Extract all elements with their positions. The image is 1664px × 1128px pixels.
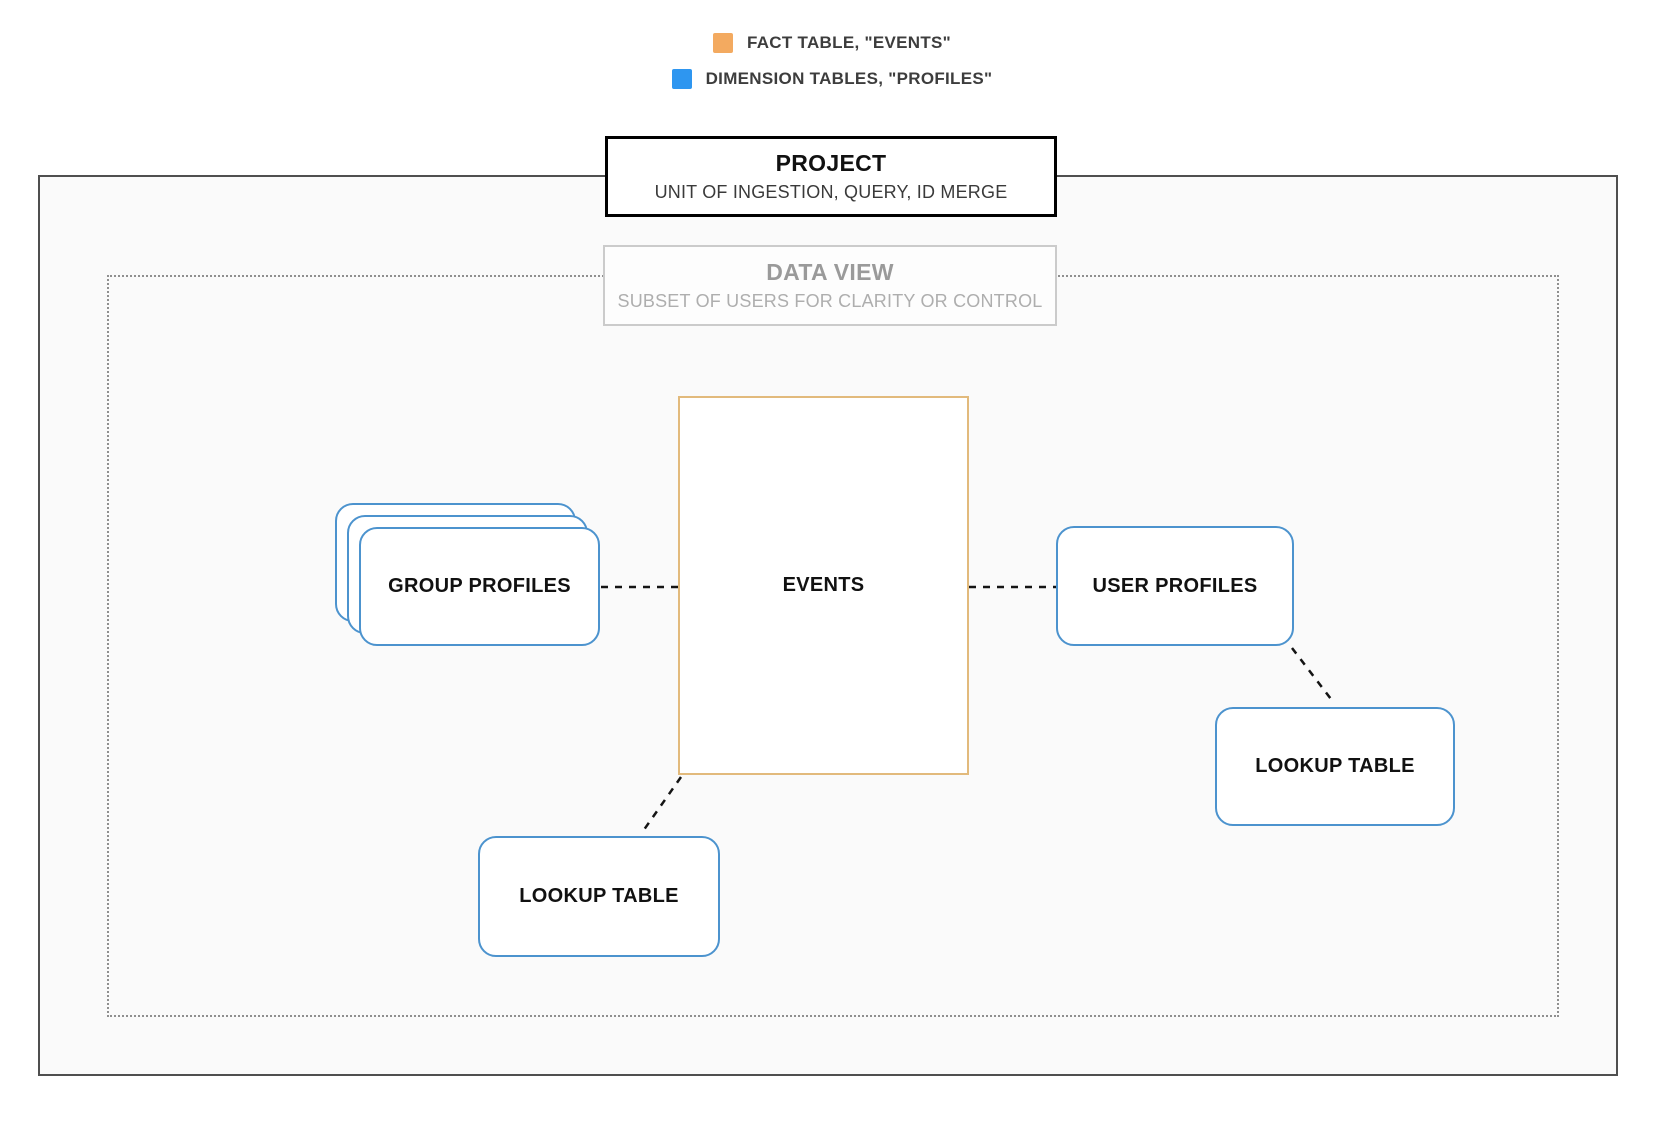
user-profiles-label: USER PROFILES [1092, 574, 1258, 597]
lookup-table-bottom-label: LOOKUP TABLE [519, 885, 679, 907]
legend-item-dimension-tables: DIMENSION TABLES, "PROFILES" [671, 69, 993, 89]
lookup-table-right-node: LOOKUP TABLE [1215, 707, 1455, 826]
lookup-table-right-label: LOOKUP TABLE [1255, 755, 1415, 777]
project-subtitle: UNIT OF INGESTION, QUERY, ID MERGE [654, 182, 1008, 202]
data-view-subtitle: SUBSET OF USERS FOR CLARITY OR CONTROL [617, 291, 1043, 311]
group-profiles-card-front: GROUP PROFILES [359, 527, 600, 646]
dimension-tables-swatch-icon [671, 69, 692, 89]
events-label: EVENTS [782, 574, 865, 596]
group-profiles-label: GROUP PROFILES [388, 575, 571, 597]
fact-table-swatch-icon [712, 33, 733, 53]
project-title: PROJECT [775, 150, 887, 176]
legend-item-fact-table: FACT TABLE, "EVENTS" [712, 33, 952, 53]
legend-dimension-tables-label: DIMENSION TABLES, "PROFILES" [705, 69, 993, 88]
lookup-table-bottom-node: LOOKUP TABLE [478, 836, 720, 957]
data-view-title: DATA VIEW [766, 259, 894, 285]
data-view-label-box: DATA VIEW SUBSET OF USERS FOR CLARITY OR… [603, 245, 1057, 326]
project-label-box: PROJECT UNIT OF INGESTION, QUERY, ID MER… [605, 136, 1057, 217]
user-profiles-node: USER PROFILES [1056, 526, 1294, 646]
events-node: EVENTS [678, 396, 969, 775]
legend-fact-table-label: FACT TABLE, "EVENTS" [746, 33, 952, 52]
legend: FACT TABLE, "EVENTS" DIMENSION TABLES, "… [0, 33, 1664, 89]
group-profiles-node: GROUP PROFILES [335, 503, 601, 647]
